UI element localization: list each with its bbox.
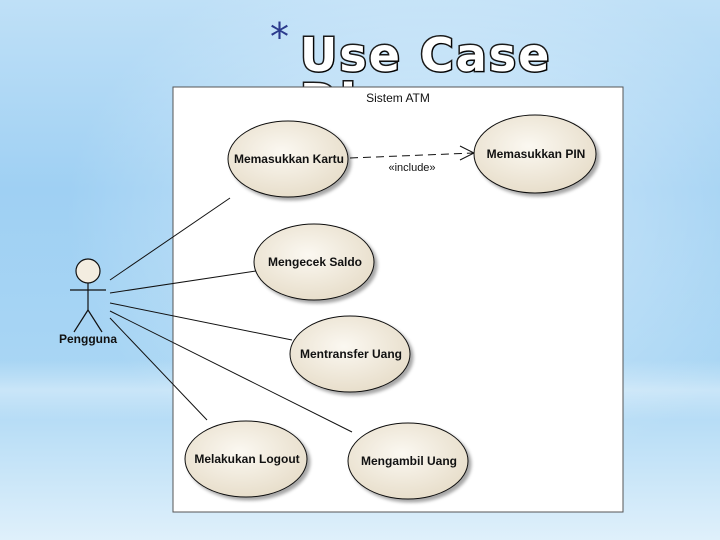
association-mengecek-saldo [109, 270, 257, 294]
include-label: «include» [388, 162, 435, 174]
actor-pengguna[interactable]: Pengguna [59, 258, 117, 346]
use-case-label: Mentransfer Uang [300, 347, 402, 361]
association-lines [109, 197, 353, 433]
use-case-melakukan-logout[interactable]: Melakukan Logout [184, 420, 308, 498]
use-case-memasukkan-kartu[interactable]: Memasukkan Kartu [227, 120, 349, 198]
use-case-mentransfer-uang[interactable]: Mentransfer Uang [289, 315, 411, 393]
use-case-label: Mengecek Saldo [268, 255, 362, 269]
use-case-mengambil-uang[interactable]: Mengambil Uang [347, 422, 469, 500]
system-name: Sistem ATM [366, 91, 430, 105]
stick-figure-icon [70, 258, 106, 333]
title-bullet: * [270, 15, 289, 59]
use-case-label: Melakukan Logout [194, 452, 299, 466]
use-case-label: Memasukkan Kartu [234, 152, 344, 166]
use-case-mengecek-saldo[interactable]: Mengecek Saldo [253, 223, 375, 301]
association-mentransfer-uang [109, 302, 293, 341]
use-case-memasukkan-pin[interactable]: Memasukkan PIN [473, 114, 597, 194]
use-case-label: Memasukkan PIN [487, 147, 586, 161]
use-case-label: Mengambil Uang [361, 454, 457, 468]
association-melakukan-logout [109, 317, 208, 421]
association-memasukkan-kartu [109, 197, 231, 281]
actor-name: Pengguna [59, 332, 117, 346]
association-mengambil-uang [109, 310, 353, 433]
